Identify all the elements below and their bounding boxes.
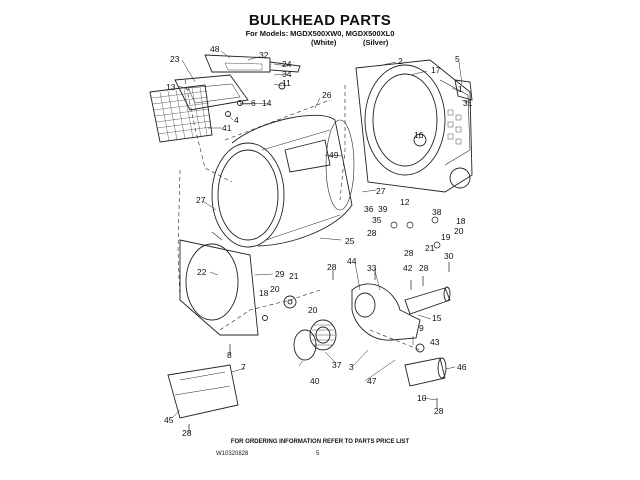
callout-27-left: 27 <box>196 195 206 205</box>
callout-34: 34 <box>282 69 292 79</box>
page-number: 5 <box>316 451 320 457</box>
callout-32: 32 <box>259 50 269 60</box>
callout-28-f: 28 <box>182 428 192 438</box>
callout-2: 2 <box>398 56 403 66</box>
callout-43: 43 <box>430 337 440 347</box>
callout-44: 44 <box>347 256 357 266</box>
lint-filter-screen <box>149 84 213 143</box>
callout-7: 7 <box>241 362 246 372</box>
ordering-note: FOR ORDERING INFORMATION REFER TO PARTS … <box>230 439 410 445</box>
drive-belt <box>293 329 317 361</box>
callout-12: 12 <box>400 197 410 207</box>
callout-8: 8 <box>227 350 232 360</box>
models-line: For Models: MGDX500XW0, MGDX500XL0 <box>245 29 395 38</box>
callout-41: 41 <box>222 123 232 133</box>
callout-21-left: 21 <box>289 271 299 281</box>
callout-18-right: 18 <box>456 216 466 226</box>
assembly-guide-lines <box>177 79 421 351</box>
heater-assembly <box>404 343 447 387</box>
callout-6: 6 <box>251 98 256 108</box>
callout-36: 36 <box>364 204 374 214</box>
callout-37: 37 <box>332 360 342 370</box>
callout-11: 11 <box>282 78 291 88</box>
callout-49: 49 <box>329 150 339 160</box>
callout-28-a: 28 <box>367 228 377 238</box>
callout-4: 4 <box>234 115 239 125</box>
front-shroud <box>167 364 239 419</box>
blower-housing <box>351 283 421 341</box>
callout-28-d: 28 <box>419 263 429 273</box>
exhaust-duct <box>404 286 451 315</box>
callout-30: 30 <box>444 251 454 261</box>
callout-26: 26 <box>322 90 332 100</box>
idler-assembly-left <box>262 295 297 321</box>
front-bulkhead <box>179 231 259 336</box>
callout-10: 10 <box>417 393 427 403</box>
callout-21-right: 21 <box>425 243 435 253</box>
drum <box>211 114 355 248</box>
callout-20-left: 20 <box>270 284 280 294</box>
callout-24: 24 <box>282 59 292 69</box>
callout-23: 23 <box>170 54 180 64</box>
screws <box>188 216 450 432</box>
callout-27-right: 27 <box>376 186 386 196</box>
callout-13: 13 <box>166 82 176 92</box>
callout-35: 35 <box>372 215 382 225</box>
callout-39: 39 <box>378 204 388 214</box>
color-silver-label: (Silver) <box>363 38 389 47</box>
callout-22: 22 <box>197 267 207 277</box>
callout-15: 15 <box>432 313 442 323</box>
callout-17: 17 <box>431 65 441 75</box>
callout-47: 47 <box>367 376 377 386</box>
callout-31: 31 <box>463 98 473 108</box>
callout-18-left: 18 <box>259 288 269 298</box>
callout-40: 40 <box>310 376 320 386</box>
page-title: BULKHEAD PARTS <box>248 12 392 29</box>
callout-20-right: 20 <box>454 226 464 236</box>
callout-5: 5 <box>455 54 460 64</box>
callout-28-c: 28 <box>404 248 414 258</box>
document-number: W10320828 <box>216 451 249 457</box>
callout-14: 14 <box>262 98 272 108</box>
callout-19: 19 <box>441 232 451 242</box>
callout-38: 38 <box>432 207 442 217</box>
callout-labels: 48 32 23 24 34 11 13 14 6 4 41 26 2 17 5… <box>164 44 473 438</box>
callout-28-b: 28 <box>327 262 337 272</box>
callout-48: 48 <box>210 44 220 54</box>
callout-29: 29 <box>275 269 285 279</box>
rear-bulkhead <box>355 59 473 193</box>
callout-25: 25 <box>345 236 355 246</box>
callout-1: 1 <box>458 84 463 94</box>
color-white-label: (White) <box>311 38 337 47</box>
callout-9: 9 <box>419 323 424 333</box>
blower-wheel <box>309 319 337 351</box>
callout-45: 45 <box>164 415 174 425</box>
callout-33: 33 <box>367 263 377 273</box>
callout-46: 46 <box>457 362 467 372</box>
leader-lines <box>171 50 471 419</box>
callout-20-lower: 20 <box>308 305 318 315</box>
callout-28-e: 28 <box>434 406 444 416</box>
callout-16: 16 <box>414 130 424 140</box>
callout-3: 3 <box>349 362 354 372</box>
callout-42: 42 <box>403 263 413 273</box>
